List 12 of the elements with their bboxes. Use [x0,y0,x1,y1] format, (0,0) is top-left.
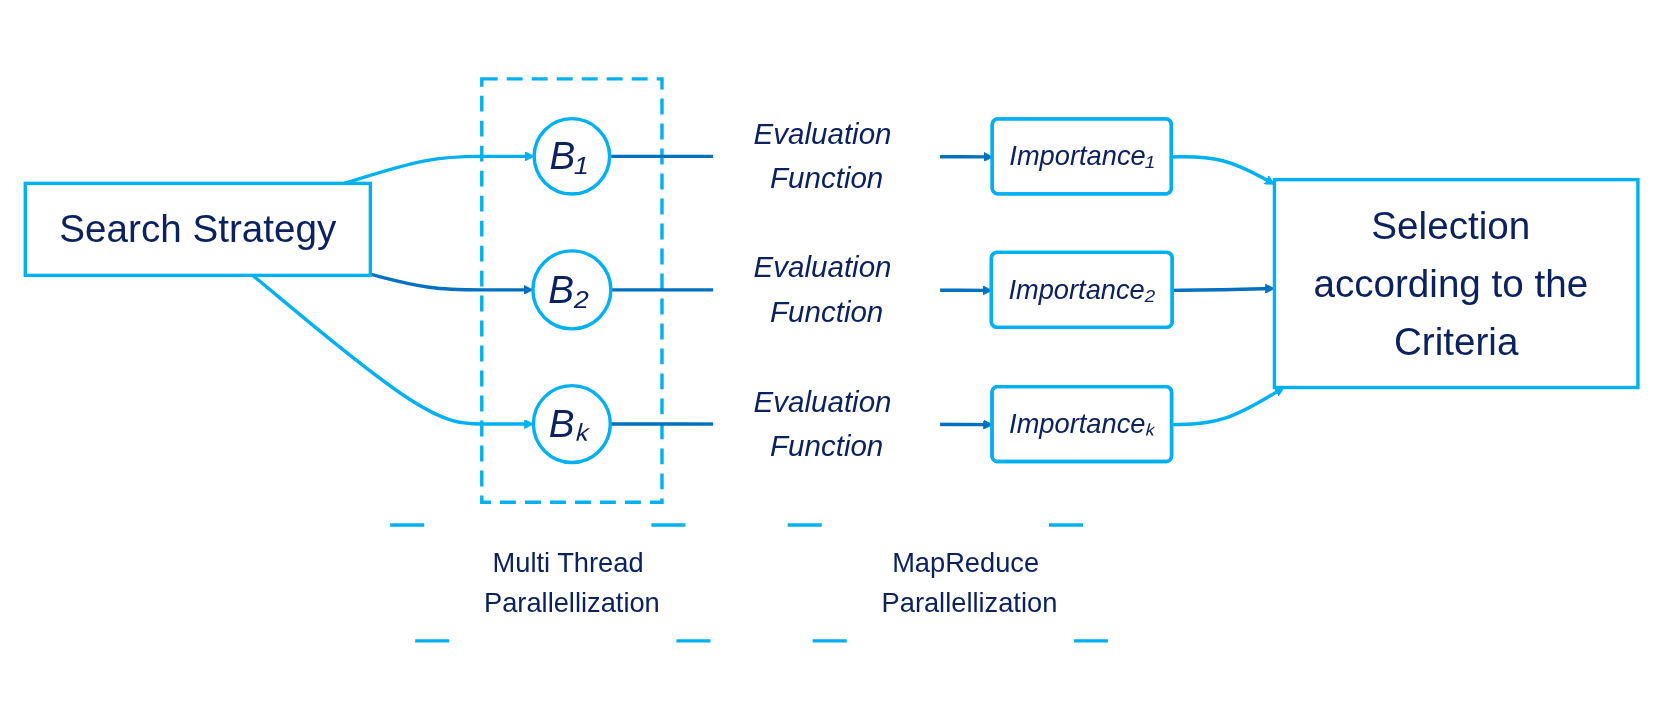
arrow [369,272,534,295]
node-circle: Bₖ [531,383,613,464]
edge-label: Evaluation Function [753,383,892,463]
node-circle: B₁ [532,116,612,196]
node-circle: B₂ [531,248,613,331]
cluster [480,76,664,504]
edge-label: Evaluation Function [753,249,892,328]
node-box: Search Strategy [23,181,373,277]
arrow [251,273,534,429]
edge-label: Evaluation Function [753,116,892,195]
arrow [1172,386,1285,426]
node-box: Selection according to the Criteria [1272,177,1640,389]
